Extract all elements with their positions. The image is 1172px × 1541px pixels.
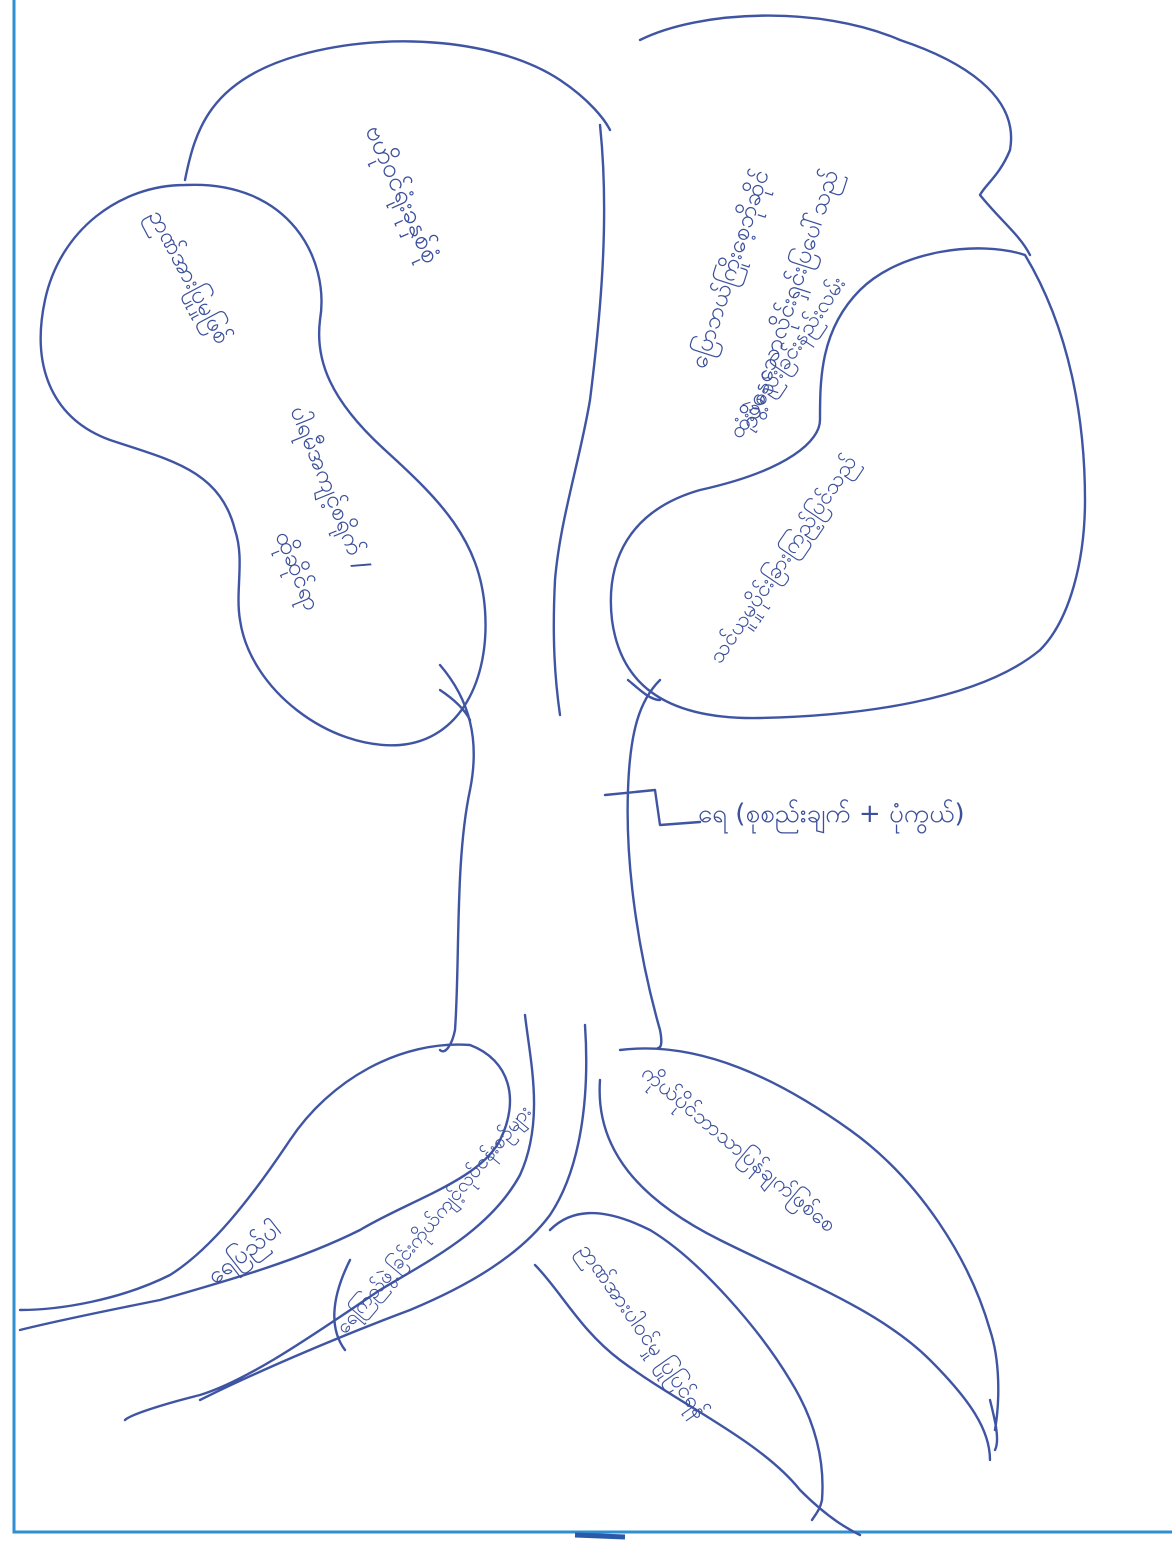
branch-left xyxy=(438,688,472,722)
root-1-label: ရေပြည်ပါ xyxy=(200,1213,289,1293)
root-4-label: ကိုယ်ပိုင်ဘာသာပြန်ချက်ဖြစ်စေ xyxy=(634,1059,842,1241)
trunk-label: ရေ (စုစည်းချက် + ပုံကွယ်) xyxy=(698,798,965,834)
canopy-left-line-3: ထိုဆိုင်ရာ xyxy=(265,526,328,616)
canopy-right-bubble xyxy=(609,247,1087,720)
root-1-outline xyxy=(18,1043,512,1332)
root-3-label: ဉာဏ်အားပါဝင်မှု ပြုပြင်ရန် xyxy=(570,1238,714,1426)
canopy-top-left-bubble xyxy=(183,40,612,182)
trunk-center-line xyxy=(552,123,606,717)
root-4-outline xyxy=(598,1047,1000,1462)
page-frame xyxy=(12,0,1172,1534)
root-2-outline xyxy=(123,1013,588,1422)
canopy-left-bubble xyxy=(39,183,487,747)
canopy-top-left-text: ဗဟိုဝင်ရုံးခုနှစ်စုံ xyxy=(354,120,447,270)
trunk-label-pointer xyxy=(603,788,702,827)
branch-right xyxy=(626,678,662,702)
frame-mark xyxy=(574,1532,626,1540)
trunk-left-edge xyxy=(438,663,475,1053)
canopy-top-right-bubble xyxy=(638,14,1032,257)
canopy-left-line-1: ဉာဏ်အားပြုမှုဖြစ် xyxy=(138,204,238,351)
root-2-label: ရေကြည်ဖွဲ့ခြင်းကိုယ်ကျင့်လုပ်ငန်းစဉ်များ xyxy=(330,1100,538,1341)
trunk-right-edge xyxy=(626,678,663,1050)
root-3-outline xyxy=(533,1211,862,1537)
